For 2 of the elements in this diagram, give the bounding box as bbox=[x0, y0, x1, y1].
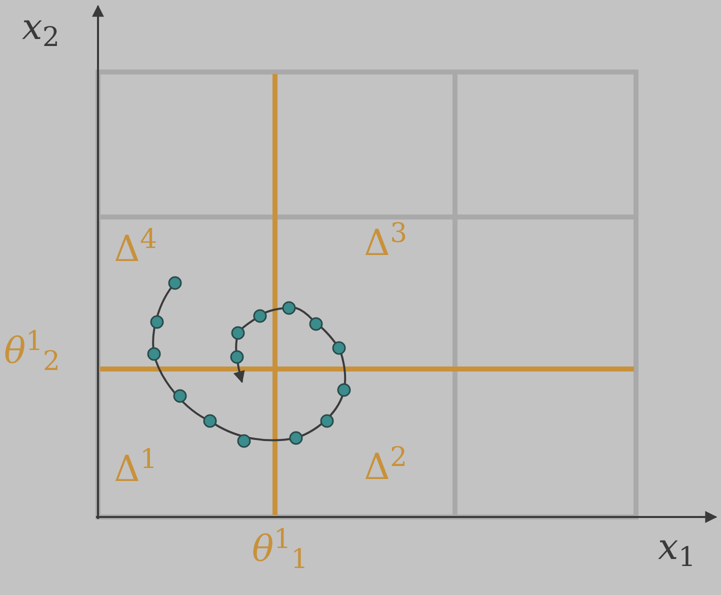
axis-label: x$_{2}$ bbox=[22, 10, 60, 46]
axis-label: x$_{1}$ bbox=[658, 530, 696, 566]
